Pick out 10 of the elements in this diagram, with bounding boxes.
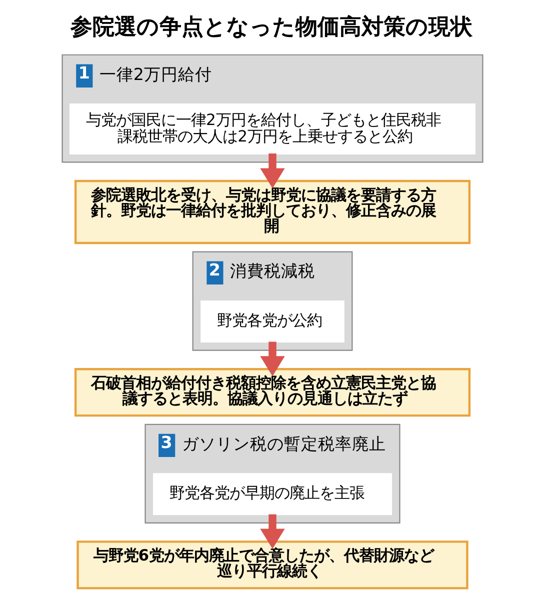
arrow [260,153,284,188]
node-box: 与党が国民に一律2万円を給付し、子どもと住民税非課税世帯の大人は2万円を上乗せすると公約 [68,104,476,154]
node-box: 与野党6党が年内廃止で合意したが、代替財源など巡り平行線続く [76,540,468,590]
node-box: 石破首相が給付付き税額控除を含め立憲民主党と協議すると表明。協議入りの見通しは立たず [74,368,470,417]
node-box: 野党各党が早期の廃止を主張 [152,473,392,516]
node-box: 野党各党が公約 [200,300,344,343]
arrow [260,514,284,549]
diagram-title: 参院選の争点となった物価高対策の現状 [70,14,472,40]
node-box: 参院選敗北を受け、与党は野党に協議を要請する方針。野党は一律給付を批判しており、修正含みの展開 [74,180,470,244]
arrow [260,342,284,376]
